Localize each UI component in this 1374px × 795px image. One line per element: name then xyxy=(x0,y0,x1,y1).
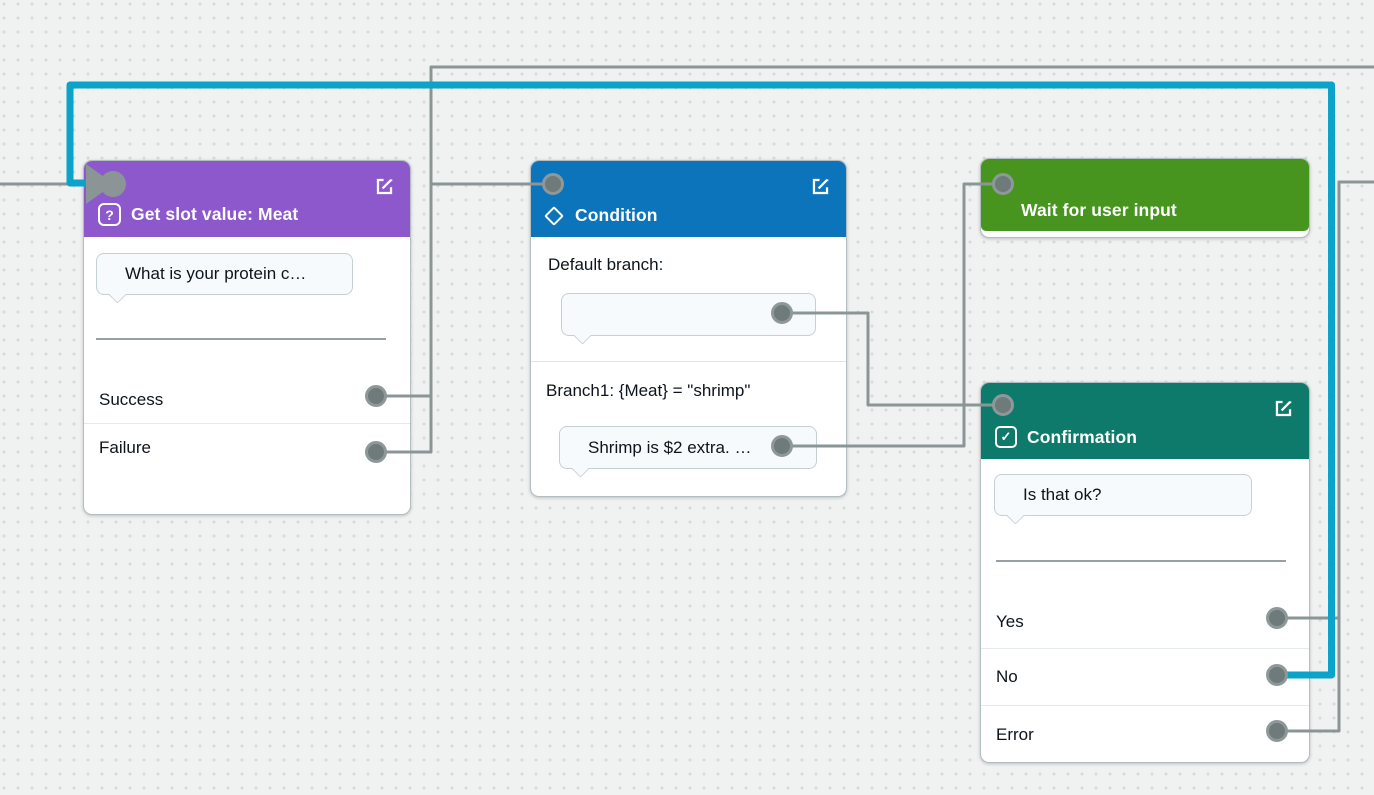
default-branch-label: Default branch: xyxy=(548,255,664,274)
output-row-no[interactable]: No xyxy=(981,649,1309,706)
prompt-bubble-text: What is your protein c… xyxy=(125,264,307,283)
confirmation-input-port[interactable] xyxy=(992,394,1014,416)
output-row-yes[interactable]: Yes xyxy=(981,596,1309,649)
node-title: Wait for user input xyxy=(1021,200,1177,220)
bubble-tail xyxy=(1006,506,1025,525)
error-output-port[interactable] xyxy=(1266,720,1288,742)
confirmation-bubble-text: Is that ok? xyxy=(1023,485,1102,504)
output-label: Yes xyxy=(996,612,1024,631)
question-icon: ? xyxy=(98,203,121,226)
prompt-bubble[interactable]: What is your protein c… xyxy=(96,253,353,304)
branch1-bubble-text: Shrimp is $2 extra. … xyxy=(588,437,752,457)
node-confirmation[interactable]: ✓ Confirmation Is that ok? Yes No Error xyxy=(980,382,1310,763)
output-row-error[interactable]: Error xyxy=(981,706,1309,764)
confirmation-bubble[interactable]: Is that ok? xyxy=(994,474,1252,525)
body-divider xyxy=(996,560,1286,562)
branch1-output-port[interactable] xyxy=(771,435,793,457)
default-branch-output-port[interactable] xyxy=(771,302,793,324)
yes-output-port[interactable] xyxy=(1266,607,1288,629)
wait-header[interactable]: Wait for user input xyxy=(981,159,1309,231)
output-label: Failure xyxy=(99,438,151,457)
section-divider xyxy=(531,361,846,362)
output-label: Success xyxy=(99,389,164,409)
success-output-port[interactable] xyxy=(365,385,387,407)
output-label: Error xyxy=(996,725,1034,744)
condition-input-port[interactable] xyxy=(542,173,564,195)
edit-icon[interactable] xyxy=(375,177,394,196)
edit-icon[interactable] xyxy=(811,177,830,196)
output-label: No xyxy=(996,667,1018,686)
bubble-tail xyxy=(573,326,592,345)
body-divider xyxy=(96,338,386,340)
confirmation-header[interactable]: ✓ Confirmation xyxy=(981,383,1309,459)
node-title: Condition xyxy=(575,205,658,225)
wait-input-port[interactable] xyxy=(992,173,1014,195)
bubble-tail xyxy=(108,285,127,304)
no-output-port[interactable] xyxy=(1266,664,1288,686)
node-wait-for-user-input[interactable]: Wait for user input xyxy=(980,158,1310,238)
node-get-slot-value[interactable]: ? Get slot value: Meat What is your prot… xyxy=(83,160,411,515)
edit-icon[interactable] xyxy=(1274,399,1293,418)
condition-header[interactable]: Condition xyxy=(531,161,846,237)
output-row-success[interactable]: Success xyxy=(84,376,410,424)
condition-diamond-icon xyxy=(544,205,564,226)
branch1-label: Branch1: {Meat} = "shrimp" xyxy=(546,381,751,400)
node-title: Confirmation xyxy=(1027,426,1138,447)
get-slot-header[interactable]: ? Get slot value: Meat xyxy=(84,161,410,237)
node-condition[interactable]: Condition Default branch: Branch1: {Meat… xyxy=(530,160,847,497)
confirmation-checkbox-icon: ✓ xyxy=(995,426,1017,448)
output-row-failure[interactable]: Failure xyxy=(84,424,410,472)
bubble-tail xyxy=(571,459,590,478)
node-title: Get slot value: Meat xyxy=(131,204,299,224)
failure-output-port[interactable] xyxy=(365,441,387,463)
